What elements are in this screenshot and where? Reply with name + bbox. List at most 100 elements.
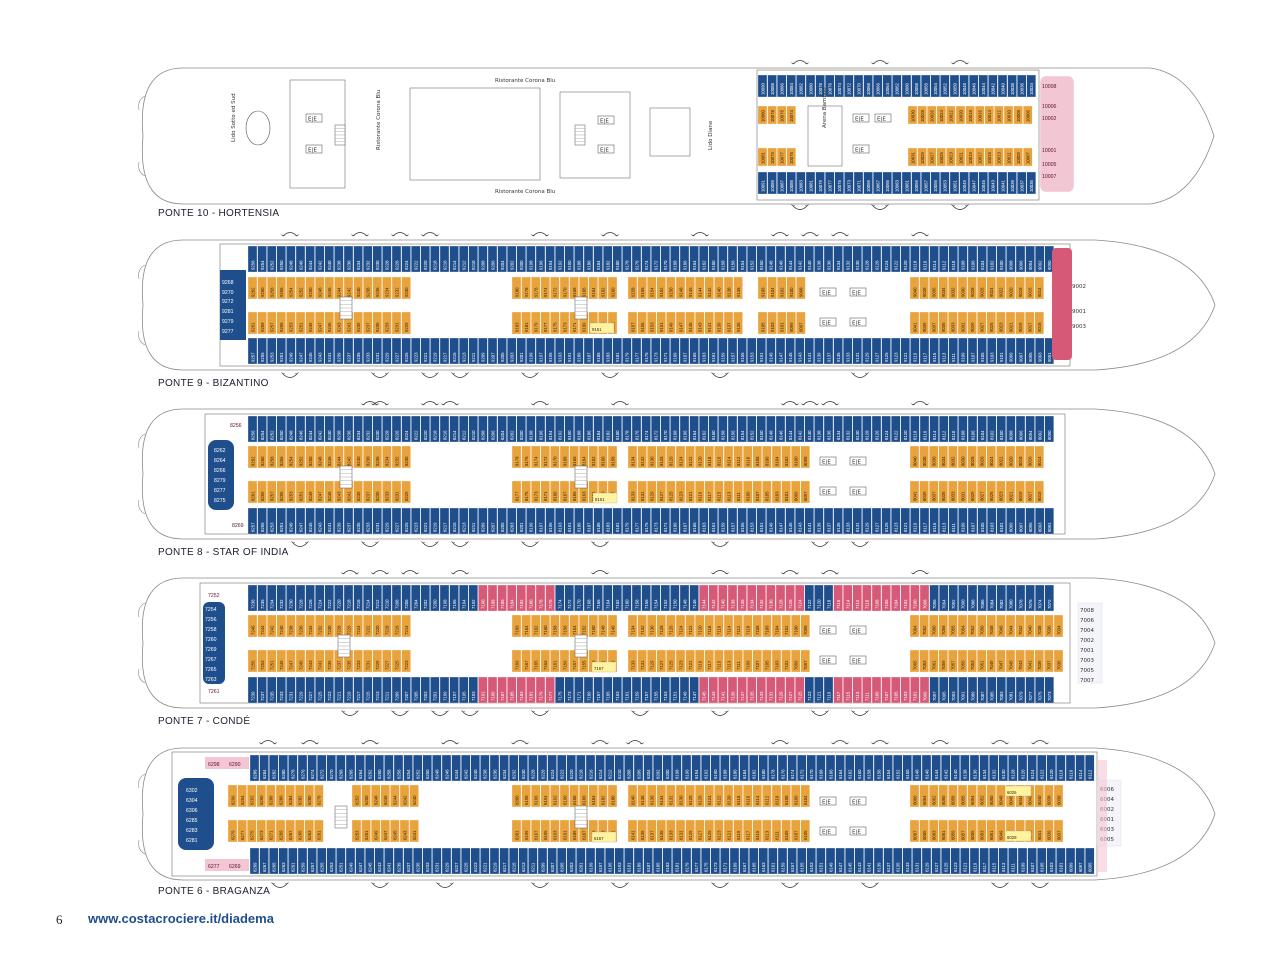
cabin: [624, 847, 634, 875]
cabin-number: 7109: [746, 660, 751, 670]
cabin: [752, 784, 762, 808]
cabin: [1044, 584, 1054, 612]
cabin: [871, 507, 882, 535]
stair-arrow-icon: [442, 740, 458, 745]
highlight-cabin: [591, 831, 617, 843]
cabin-number: 8156: [730, 430, 735, 440]
cabin: [257, 311, 267, 335]
cabin-number: 8174: [534, 456, 539, 466]
cabin: [767, 147, 777, 167]
cabin-number: 6113: [765, 830, 770, 840]
arrow-head-icon: [911, 572, 915, 575]
cabin: [569, 819, 579, 843]
footer-link[interactable]: www.costacrociere.it/diadema: [88, 911, 274, 926]
cabin: [531, 614, 541, 638]
cabin-number: 10015: [987, 151, 992, 164]
cabin-number: 8132: [846, 430, 851, 440]
cabin: [777, 171, 787, 195]
cabin: [559, 480, 570, 504]
cabin-number: 8172: [543, 456, 548, 466]
cabin: [825, 847, 836, 875]
cabin-number: 9017: [1028, 322, 1033, 332]
cabin-number: 8108: [961, 430, 966, 440]
cabin: [777, 847, 788, 875]
cabin: [569, 784, 579, 808]
cabin: [627, 445, 638, 469]
cabin: [401, 415, 411, 443]
cabin-number: 8192: [558, 430, 563, 440]
cabin-number: 7035: [1056, 660, 1061, 670]
cabin-number: 7055: [960, 660, 965, 670]
cabin-number: 8094: [1028, 430, 1033, 440]
cabin: [459, 507, 469, 535]
elevator-symbol: E|E: [822, 628, 831, 634]
cabin: [689, 584, 699, 612]
arrow-head-icon: [415, 572, 419, 575]
cabin-number: 7158: [553, 625, 558, 635]
cabin-number: 7072: [1047, 599, 1052, 609]
cabin-number: 9164: [692, 260, 697, 270]
cabin-number: 10027: [930, 151, 935, 164]
cabin-number: 9133: [846, 352, 851, 362]
cabin: [528, 754, 538, 782]
cabin: [775, 245, 786, 273]
cabin-number: 6111: [774, 830, 779, 840]
cabin: [958, 415, 968, 443]
stair-arrow-icon: [952, 205, 968, 210]
cabin: [675, 276, 686, 300]
cabin: [518, 754, 528, 782]
cabin: [353, 676, 363, 704]
cabin: [334, 445, 344, 469]
cabin: [1015, 445, 1025, 469]
cabin-number: 9154: [740, 260, 745, 270]
cabin: [775, 415, 786, 443]
cabin-number: 6039: [1047, 830, 1052, 840]
cabin: [540, 819, 550, 843]
cabin-number: 6222: [560, 769, 565, 779]
cabin: [401, 337, 411, 365]
arrow-head-icon: [795, 882, 799, 885]
cabin-number: 10067: [876, 179, 881, 192]
cabin: [786, 105, 796, 125]
cabin-number: 6250: [364, 795, 369, 805]
cabin-number: 7253: [260, 660, 265, 670]
cabin-number: 7109: [874, 691, 879, 701]
stair-arrow-icon: [992, 740, 1008, 745]
cabin-number: 6243: [402, 830, 407, 840]
stern-fin: [138, 161, 146, 177]
cabin-number: 8139: [817, 522, 822, 532]
cabin-number: 7204: [414, 599, 419, 609]
cabin-number: 7144: [702, 599, 707, 609]
cabin: [391, 614, 402, 638]
arrow-head-icon: [725, 882, 729, 885]
cabin: [409, 819, 419, 843]
cabin-number: 7047: [999, 660, 1004, 670]
cabin-number: 7104: [774, 625, 779, 635]
stair-arrow-icon: [627, 740, 643, 745]
cabin-number: 7048: [989, 625, 994, 635]
cabin-number: 7008: [1080, 608, 1094, 614]
cabin: [938, 649, 948, 673]
cabin-number: 7219: [346, 691, 351, 701]
cabin: [257, 649, 267, 673]
cabin: [762, 614, 772, 638]
cabin-number: 6107: [794, 830, 799, 840]
cabin-number: 8257: [270, 491, 275, 501]
stair-arrow-icon: [592, 542, 608, 547]
cabin-number: 7034: [1056, 625, 1061, 635]
cabin-number: 8207: [490, 522, 495, 532]
cabin-number: 6294: [240, 795, 245, 805]
cabin-number: 9162: [702, 260, 707, 270]
cabin-number: 8161: [711, 522, 716, 532]
aft-cabins: [208, 440, 234, 510]
cabin: [733, 276, 743, 300]
cabin-number: 6104: [803, 795, 808, 805]
stair-arrow-icon: [712, 542, 728, 547]
cabin-number: 7097: [932, 691, 937, 701]
cabin-number: 9026: [980, 287, 985, 297]
cabin: [900, 584, 910, 612]
cabin: [651, 584, 661, 612]
cabin-number: 8024: [989, 456, 994, 466]
cabin-number: 7200: [433, 599, 438, 609]
cabin-number: 8147: [778, 522, 783, 532]
